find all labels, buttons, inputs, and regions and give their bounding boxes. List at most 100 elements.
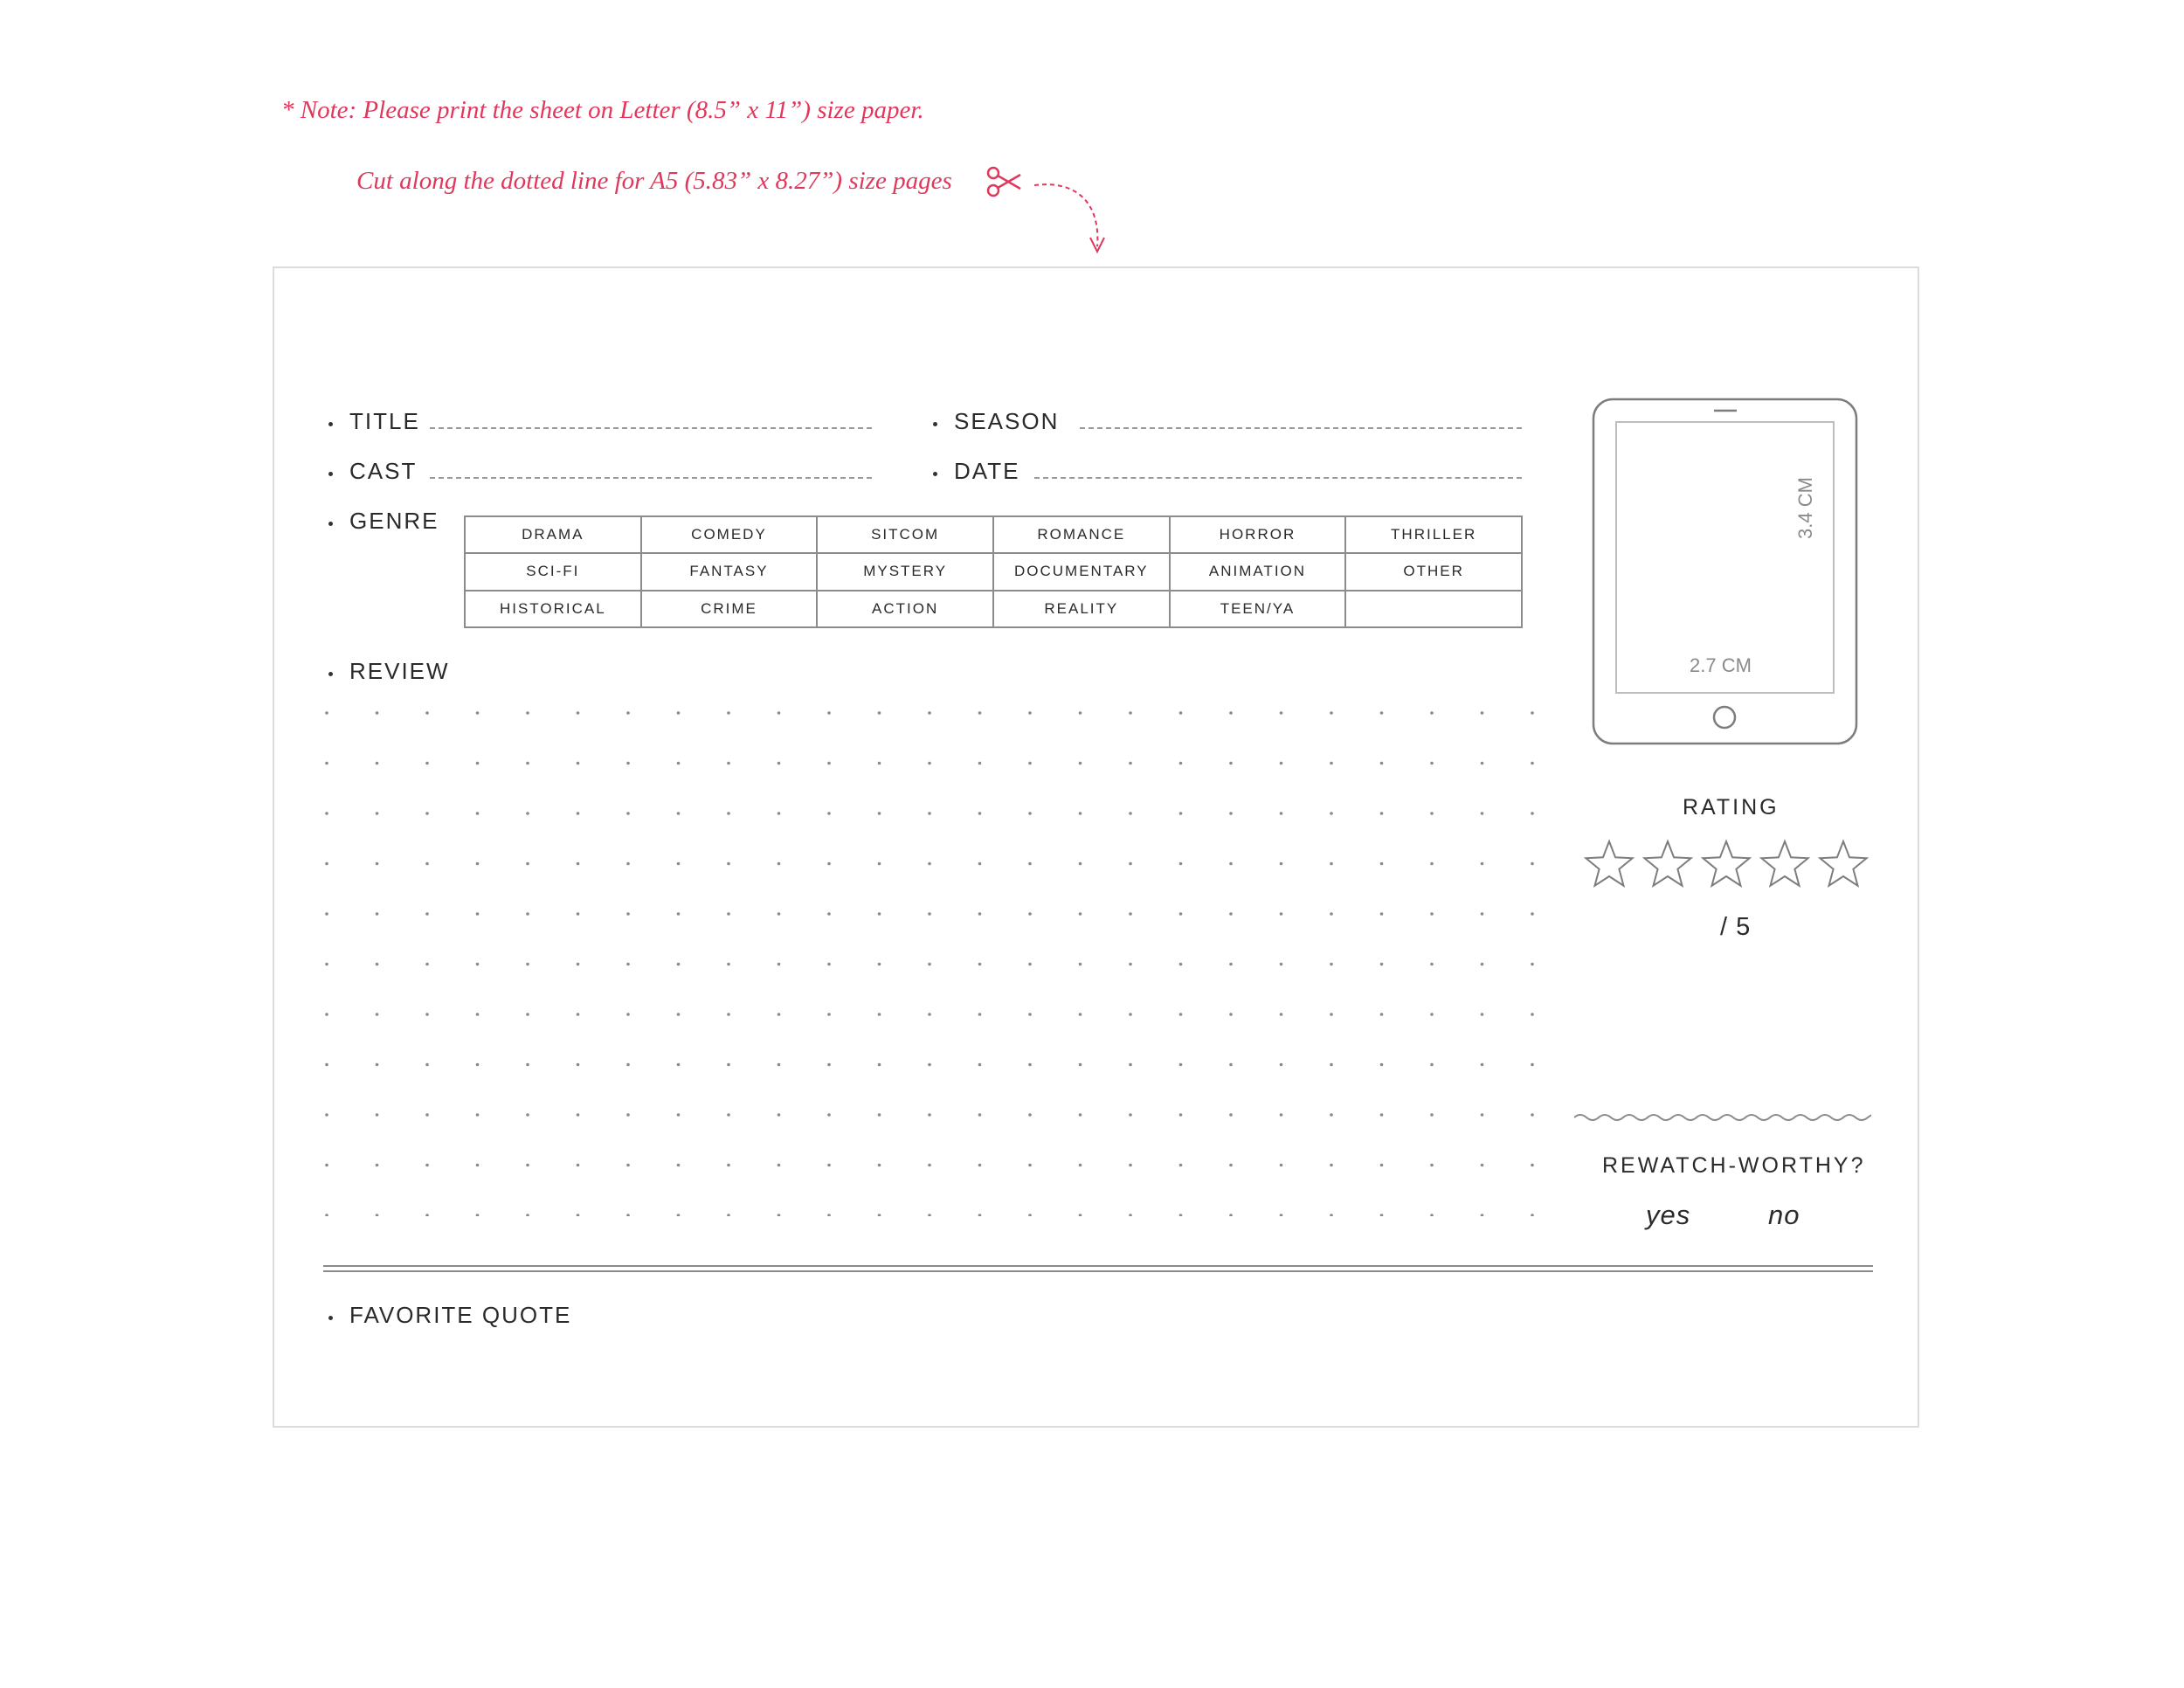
genre-option[interactable]: DOCUMENTARY <box>992 552 1171 591</box>
grid-dot <box>1430 761 1434 765</box>
grid-dot <box>1330 1214 1333 1216</box>
genre-option-empty[interactable] <box>1344 589 1523 629</box>
genre-option[interactable]: MYSTERY <box>816 552 994 591</box>
grid-dot <box>827 761 831 765</box>
genre-label: GENRE <box>349 508 439 534</box>
grid-dot <box>325 912 328 916</box>
grid-dot <box>877 1163 881 1167</box>
grid-dot <box>1379 711 1384 715</box>
grid-dot <box>626 962 630 966</box>
grid-dot <box>1279 1214 1283 1216</box>
genre-option[interactable]: CRIME <box>639 589 819 629</box>
grid-dot <box>676 962 681 966</box>
grid-dot <box>425 711 429 715</box>
genre-option[interactable]: ANIMATION <box>1168 552 1347 591</box>
grid-dot <box>928 761 931 765</box>
genre-option[interactable]: SITCOM <box>816 515 994 555</box>
genre-option[interactable]: FANTASY <box>639 552 819 591</box>
grid-dot <box>676 1113 681 1117</box>
star-icon[interactable] <box>1583 839 1635 888</box>
grid-dot <box>475 861 480 866</box>
grid-dot <box>375 1214 379 1216</box>
review-dot-grid[interactable] <box>323 709 1546 1216</box>
grid-dot <box>1078 761 1082 765</box>
grid-dot <box>576 962 580 966</box>
grid-dot <box>1330 912 1333 916</box>
grid-dot <box>1531 711 1534 715</box>
grid-dot <box>1028 1013 1032 1016</box>
genre-option[interactable]: REALITY <box>992 589 1171 629</box>
season-line[interactable] <box>1080 427 1522 429</box>
grid-dot <box>727 861 730 866</box>
grid-dot <box>375 761 379 765</box>
star-icon[interactable] <box>1641 839 1694 888</box>
grid-dot <box>375 861 379 866</box>
grid-dot <box>1078 812 1082 815</box>
grid-dot <box>1480 1113 1484 1117</box>
grid-dot <box>1279 812 1283 815</box>
title-line[interactable] <box>430 427 872 429</box>
rewatch-no-option[interactable]: no <box>1768 1200 1800 1230</box>
cast-label: CAST <box>349 458 418 484</box>
genre-option[interactable]: DRAMA <box>464 515 642 555</box>
grid-dot <box>1480 1062 1484 1067</box>
star-icon[interactable] <box>1700 839 1752 888</box>
grid-dot <box>1279 761 1283 765</box>
tablet-icon[interactable] <box>1592 398 1858 745</box>
grid-dot <box>1279 711 1283 715</box>
genre-option[interactable]: TEEN/YA <box>1168 589 1347 629</box>
grid-dot <box>526 861 529 866</box>
rating-stars[interactable] <box>1583 838 1880 890</box>
grid-dot <box>827 1062 831 1067</box>
grid-dot <box>777 912 781 916</box>
grid-dot <box>1078 711 1082 715</box>
grid-dot <box>475 1214 480 1216</box>
genre-option[interactable]: THRILLER <box>1344 515 1523 555</box>
rewatch-yes-option[interactable]: yes <box>1646 1200 1691 1230</box>
grid-dot <box>777 1113 781 1117</box>
grid-dot <box>1330 1013 1333 1016</box>
grid-dot <box>526 1163 529 1167</box>
grid-dot <box>777 761 781 765</box>
grid-dot <box>425 761 429 765</box>
grid-dot <box>877 962 881 966</box>
grid-dot <box>425 912 429 916</box>
grid-dot <box>978 1214 982 1216</box>
grid-dot <box>1229 711 1233 715</box>
grid-dot <box>676 711 681 715</box>
grid-dot <box>727 761 730 765</box>
grid-dot <box>526 812 529 815</box>
grid-dot <box>1430 861 1434 866</box>
star-icon[interactable] <box>1817 839 1870 888</box>
date-line[interactable] <box>1034 477 1522 479</box>
grid-dot <box>1430 711 1434 715</box>
grid-dot <box>375 1062 379 1067</box>
grid-dot <box>1178 711 1183 715</box>
grid-dot <box>1229 1163 1233 1167</box>
grid-dot <box>576 1062 580 1067</box>
grid-dot <box>1178 1113 1183 1117</box>
grid-dot <box>1430 1013 1434 1016</box>
genre-option[interactable]: HISTORICAL <box>464 589 642 629</box>
grid-dot <box>777 1013 781 1016</box>
date-label: DATE <box>954 458 1020 484</box>
genre-option[interactable]: OTHER <box>1344 552 1523 591</box>
grid-dot <box>676 1214 681 1216</box>
grid-dot <box>1028 1214 1032 1216</box>
grid-dot <box>526 1062 529 1067</box>
grid-dot <box>877 1013 881 1016</box>
genre-option[interactable]: COMEDY <box>639 515 819 555</box>
grid-dot <box>928 812 931 815</box>
grid-dot <box>626 711 630 715</box>
grid-dot <box>1330 861 1333 866</box>
grid-dot <box>576 711 580 715</box>
grid-dot <box>1178 1163 1183 1167</box>
genre-option[interactable]: ROMANCE <box>992 515 1171 555</box>
genre-option[interactable]: ACTION <box>816 589 994 629</box>
cast-line[interactable] <box>430 477 872 479</box>
genre-option[interactable]: HORROR <box>1168 515 1347 555</box>
star-icon[interactable] <box>1759 839 1811 888</box>
genre-option[interactable]: SCI-FI <box>464 552 642 591</box>
grid-dot <box>475 761 480 765</box>
grid-dot <box>827 962 831 966</box>
